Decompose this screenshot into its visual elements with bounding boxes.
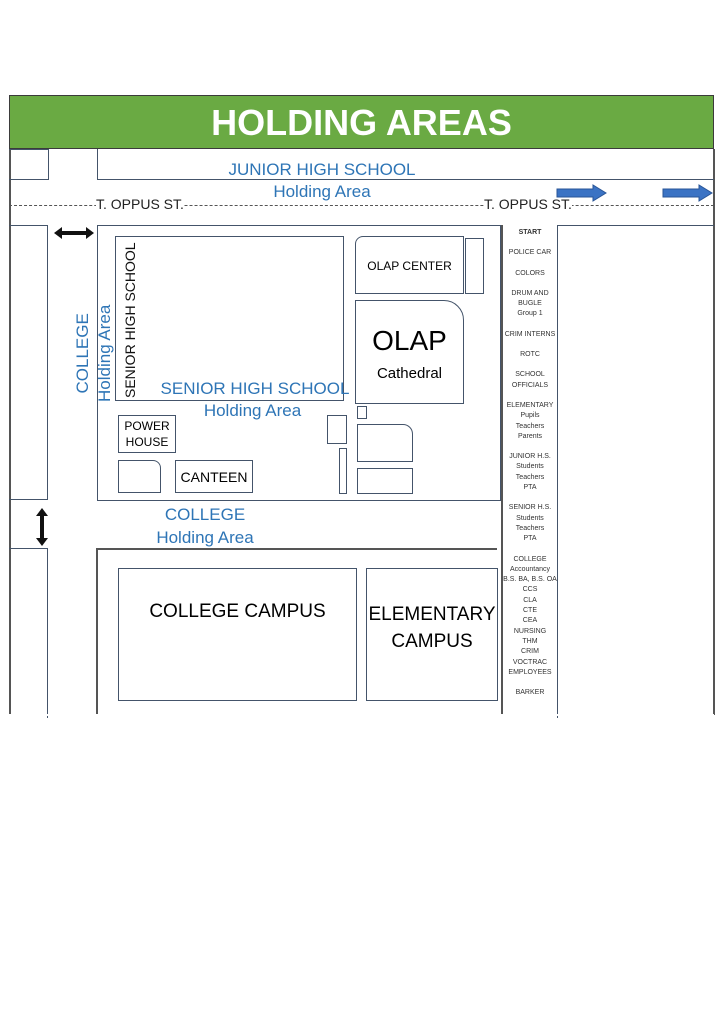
parade-order-item: COLLEGE Accountancy B.S. BA, B.S. OA CCS…	[503, 555, 557, 676]
parade-order-item: CRIM INTERNS	[504, 330, 556, 338]
map-title: HOLDING AREAS	[9, 95, 714, 149]
jhs-label-line1: JUNIOR HIGH SCHOOL	[228, 160, 416, 179]
parade-order-item: START	[518, 229, 542, 236]
campus-label: CAMPUS	[391, 631, 473, 652]
parade-order-item: BARKER	[515, 689, 545, 697]
canteen-building: CANTEEN	[175, 460, 253, 493]
senior-high-school-building	[115, 236, 344, 401]
college-campus-building: COLLEGE CAMPUS	[118, 568, 357, 701]
college-label-line2: Holding Area	[156, 528, 254, 547]
main-campus-block	[97, 225, 501, 501]
left-lower-block	[9, 548, 48, 718]
jhs-holding-area-label: JUNIOR HIGH SCHOOL Holding Area	[97, 159, 547, 203]
double-arrow-vertical-icon	[36, 508, 48, 546]
double-arrow-horizontal-icon	[54, 227, 94, 239]
house-label: HOUSE	[125, 435, 169, 449]
parade-order-item: SENIOR H.S. Students Teachers PTA	[508, 504, 552, 543]
parade-order-item: JUNIOR H.S. Students Teachers PTA	[509, 453, 551, 492]
shs-building-label: SENIOR HIGH SCHOOL	[122, 242, 138, 398]
cathedral-label: Cathedral	[376, 365, 443, 382]
road-edge	[97, 548, 497, 550]
elementary-campus-building: ELEMENTARY CAMPUS	[366, 568, 498, 701]
top-left-block	[9, 149, 49, 180]
power-label: POWER	[124, 419, 170, 433]
shs-label-line2: Holding Area	[203, 401, 302, 420]
college-campus-label: COLLEGE CAMPUS	[149, 601, 326, 622]
parade-order-item: ROTC	[520, 351, 540, 359]
shs-label-line1: SENIOR HIGH SCHOOL	[160, 379, 350, 398]
parade-route-edge	[501, 225, 503, 715]
right-block	[557, 225, 714, 718]
street-label-left: T. OPPUS ST.	[96, 196, 184, 212]
shs-holding-area-label: SENIOR HIGH SCHOOL Holding Area	[160, 378, 350, 422]
map-bottom	[9, 714, 714, 716]
parade-order-list: START POLICE CAR COLORS DRUM AND BUGLE Grou…	[500, 228, 560, 708]
map-border-right	[713, 149, 715, 715]
small-structure	[339, 448, 347, 494]
olap-center-building: OLAP CENTER	[355, 236, 464, 294]
street-label-right: T. OPPUS ST.	[484, 196, 572, 212]
elementary-label: ELEMENTARY	[368, 604, 496, 625]
direction-arrow-icon	[662, 184, 713, 202]
parade-order-item: COLORS	[515, 269, 545, 277]
college-side-label-line1: COLLEGE	[73, 313, 92, 394]
college-holding-area-label: COLLEGE Holding Area	[140, 503, 270, 549]
college-label-line1: COLLEGE	[164, 505, 246, 524]
map-border-left	[9, 149, 11, 715]
power-house-building: POWER HOUSE	[118, 415, 176, 453]
olap-center-label: OLAP CENTER	[367, 259, 452, 273]
parade-order-item: ELEMENTARY Pupils Teachers Parents	[506, 401, 554, 440]
jhs-label-line2: Holding Area	[273, 182, 371, 201]
parade-order-item: SCHOOL OFFICIALS	[511, 371, 549, 389]
small-building	[357, 424, 413, 462]
parade-order-item: POLICE CAR	[508, 249, 552, 257]
small-structure	[357, 406, 367, 419]
olap-annex	[465, 238, 484, 294]
road-edge	[96, 548, 98, 715]
parade-order-item: DRUM AND BUGLE Group 1	[511, 289, 549, 318]
canteen-label: CANTEEN	[180, 469, 248, 485]
jhs-block	[97, 149, 714, 180]
small-building	[357, 468, 413, 494]
street-centerline	[9, 205, 714, 206]
direction-arrow-icon	[556, 184, 607, 202]
olap-label: OLAP	[372, 325, 447, 356]
small-structure	[327, 415, 347, 444]
left-college-block	[9, 225, 48, 500]
olap-cathedral-building: OLAP Cathedral	[355, 300, 464, 404]
small-building	[118, 460, 161, 493]
